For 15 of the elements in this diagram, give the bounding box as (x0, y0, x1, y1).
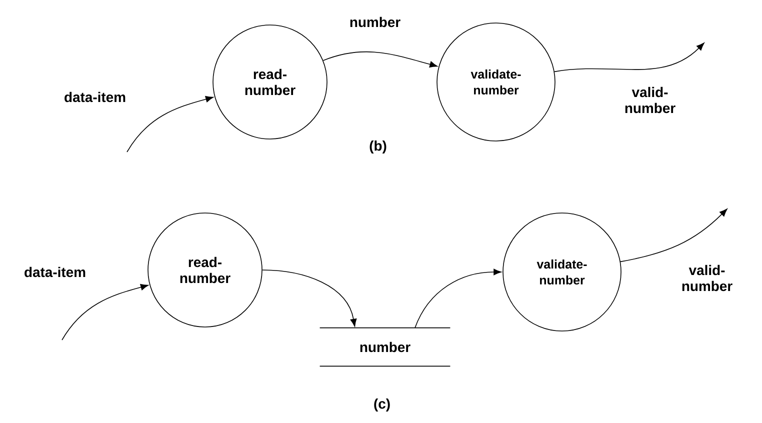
arrow (554, 42, 704, 72)
panel-label: (c) (374, 398, 390, 412)
arrow (620, 208, 728, 262)
edge-label: number (350, 16, 400, 28)
arrow (262, 270, 357, 327)
edge-label: data-item (24, 266, 86, 278)
panel-label: (b) (370, 140, 386, 154)
arrow (322, 52, 438, 68)
data-store: number (319, 327, 451, 367)
arrow (126, 96, 214, 152)
edge-label: valid- number (682, 264, 732, 292)
arrow (62, 284, 148, 340)
edge-label: valid- number (625, 86, 676, 114)
edge-label: data-item (64, 92, 126, 102)
arrow (414, 268, 502, 328)
